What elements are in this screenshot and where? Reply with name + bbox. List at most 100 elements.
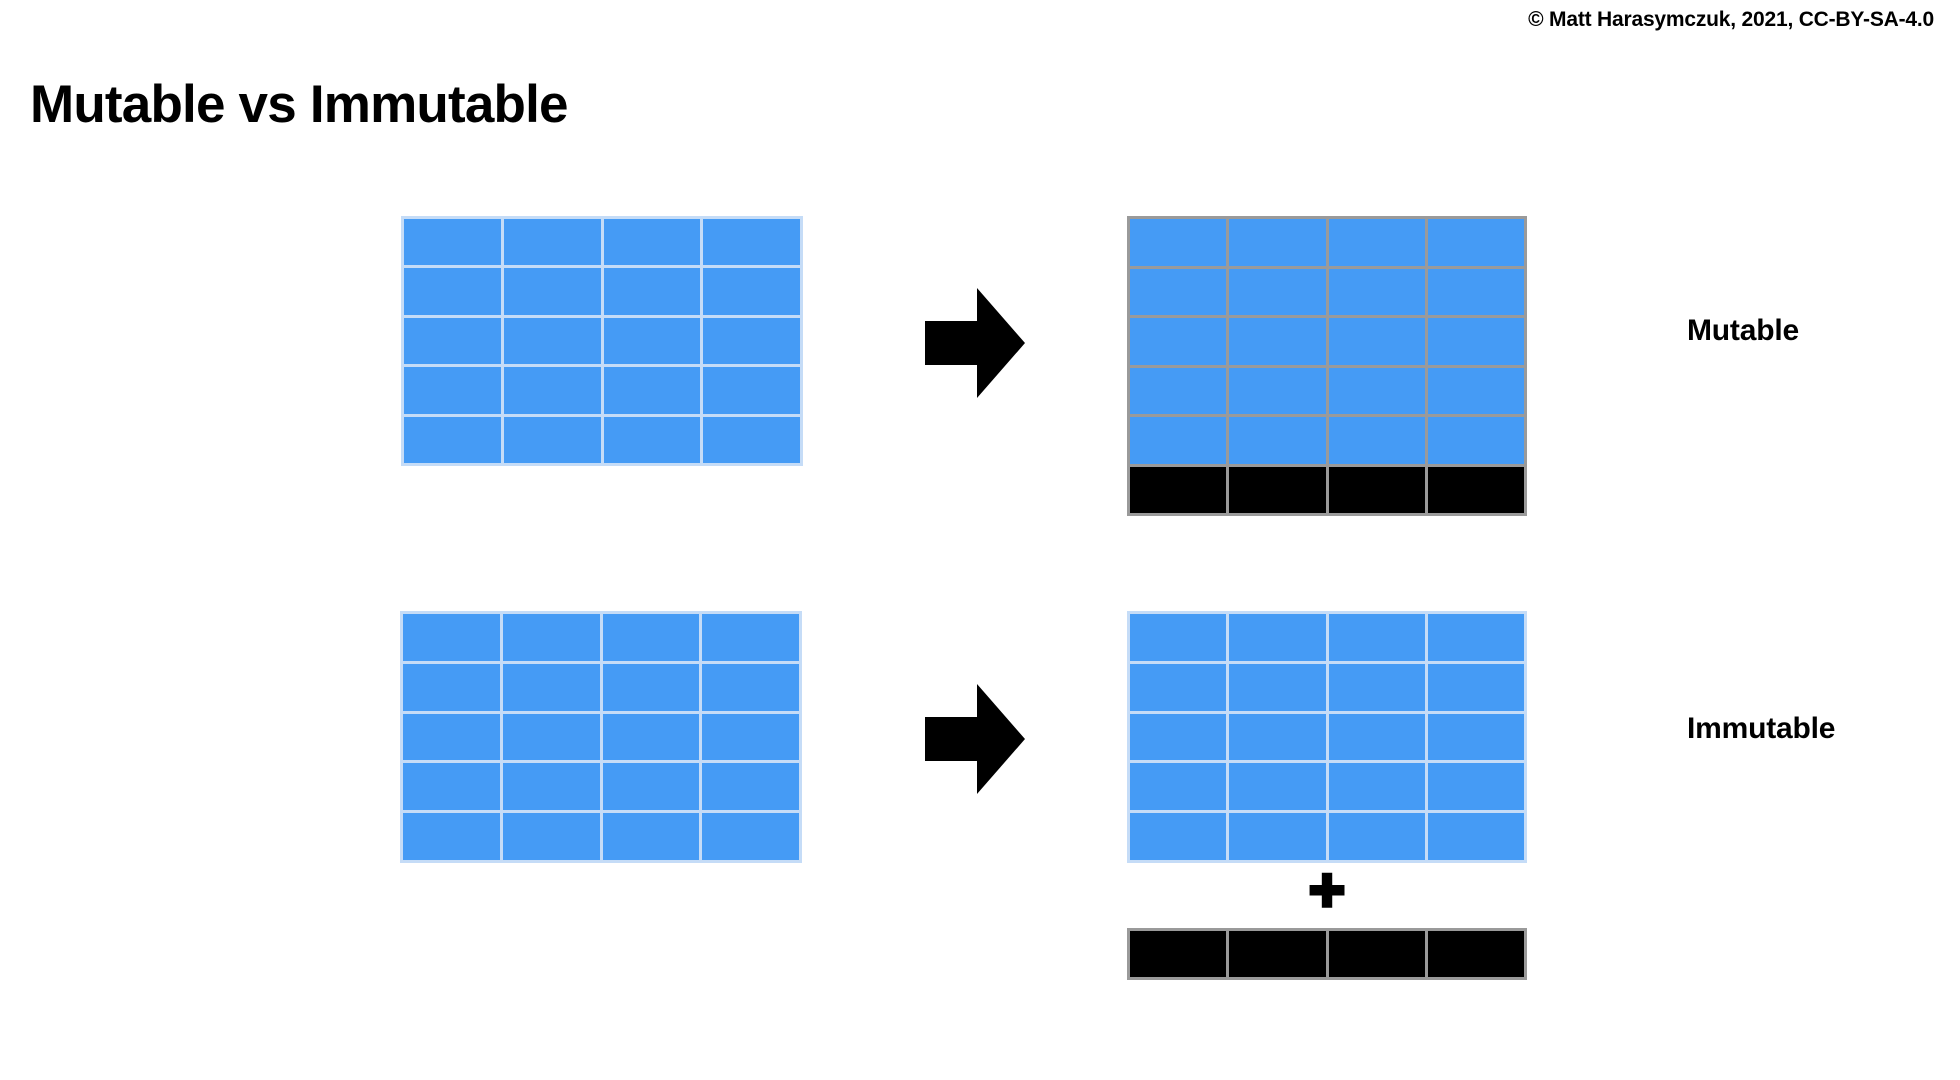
grid-cell <box>1229 318 1326 365</box>
grid-cell <box>702 663 799 711</box>
grid-cell-new <box>1130 931 1227 977</box>
grid-cell-new <box>1328 466 1425 513</box>
grid-cell <box>1427 268 1524 315</box>
grid-cell <box>1328 614 1425 661</box>
grid-cell <box>503 317 601 365</box>
grid-cell <box>502 663 600 711</box>
grid-cell-new <box>1229 466 1326 513</box>
grid-cell <box>404 416 501 463</box>
grid-cell <box>1427 813 1524 860</box>
row-label-immutable: Immutable <box>1687 712 1836 745</box>
grid-cell <box>1229 417 1326 464</box>
grid-cell <box>1328 763 1425 811</box>
grid-cell <box>1229 614 1326 661</box>
grid-cell <box>1328 417 1425 464</box>
grid-cell <box>1130 268 1227 315</box>
grid-cell <box>403 614 500 661</box>
grid-cell <box>1229 367 1326 414</box>
immutable-after-grid <box>1127 611 1527 863</box>
grid-cell <box>1328 663 1425 711</box>
grid-cell <box>603 367 701 414</box>
grid-cell-new <box>1427 931 1524 977</box>
grid-cell <box>702 614 799 661</box>
mutable-before-grid <box>401 216 803 466</box>
grid-cell <box>502 713 600 761</box>
grid-cell <box>602 763 700 811</box>
grid-cell <box>1130 813 1227 860</box>
grid-cell-new <box>1130 466 1227 513</box>
immutable-new-block-strip <box>1127 928 1527 980</box>
grid-cell <box>703 367 800 414</box>
grid-cell <box>1229 219 1326 266</box>
grid-cell <box>1427 219 1524 266</box>
grid-cell <box>1328 713 1425 761</box>
page-title: Mutable vs Immutable <box>30 74 568 134</box>
grid-cell <box>404 317 501 365</box>
grid-cell <box>1328 219 1425 266</box>
grid-cell <box>1427 318 1524 365</box>
grid-cell <box>603 219 701 266</box>
grid-cell <box>602 713 700 761</box>
grid-cell <box>1328 318 1425 365</box>
grid-cell-new <box>1427 466 1524 513</box>
grid-cell <box>503 416 601 463</box>
grid-cell <box>403 713 500 761</box>
mutable-after-grid <box>1127 216 1527 516</box>
grid-cell <box>703 416 800 463</box>
plus-icon: ✚ <box>1307 865 1347 917</box>
grid-cell <box>1427 417 1524 464</box>
immutable-before-grid <box>400 611 802 863</box>
grid-cell <box>1427 763 1524 811</box>
grid-cell <box>1229 763 1326 811</box>
grid-cell <box>502 763 600 811</box>
grid-cell <box>603 416 701 463</box>
grid-cell <box>1130 318 1227 365</box>
grid-cell <box>1427 713 1524 761</box>
grid-cell <box>1427 614 1524 661</box>
grid-cell <box>1130 763 1227 811</box>
grid-cell <box>1427 663 1524 711</box>
grid-cell <box>404 268 501 315</box>
grid-cell-new <box>1229 931 1326 977</box>
grid-cell <box>702 763 799 811</box>
grid-cell <box>403 813 500 860</box>
grid-cell <box>1229 268 1326 315</box>
grid-cell <box>404 219 501 266</box>
right-arrow-icon <box>925 288 1025 398</box>
grid-cell <box>1229 663 1326 711</box>
grid-cell <box>503 268 601 315</box>
grid-cell <box>1328 813 1425 860</box>
grid-cell <box>1130 713 1227 761</box>
right-arrow-icon <box>925 684 1025 794</box>
grid-cell <box>502 813 600 860</box>
grid-cell <box>1130 417 1227 464</box>
grid-cell <box>1130 219 1227 266</box>
grid-cell <box>702 713 799 761</box>
grid-cell <box>603 317 701 365</box>
grid-cell <box>502 614 600 661</box>
grid-cell <box>1229 813 1326 860</box>
grid-cell <box>703 219 800 266</box>
grid-cell <box>503 367 601 414</box>
grid-cell <box>403 763 500 811</box>
row-label-mutable: Mutable <box>1687 314 1799 347</box>
grid-cell <box>1130 367 1227 414</box>
grid-cell <box>602 813 700 860</box>
grid-cell <box>1328 268 1425 315</box>
grid-cell <box>1427 367 1524 414</box>
grid-cell <box>602 663 700 711</box>
grid-cell <box>1229 713 1326 761</box>
grid-cell <box>1130 663 1227 711</box>
grid-cell <box>602 614 700 661</box>
grid-cell <box>1328 367 1425 414</box>
grid-cell <box>1130 614 1227 661</box>
grid-cell <box>503 219 601 266</box>
grid-cell <box>702 813 799 860</box>
grid-cell <box>703 317 800 365</box>
grid-cell <box>703 268 800 315</box>
grid-cell-new <box>1328 931 1425 977</box>
grid-cell <box>403 663 500 711</box>
grid-cell <box>603 268 701 315</box>
grid-cell <box>404 367 501 414</box>
